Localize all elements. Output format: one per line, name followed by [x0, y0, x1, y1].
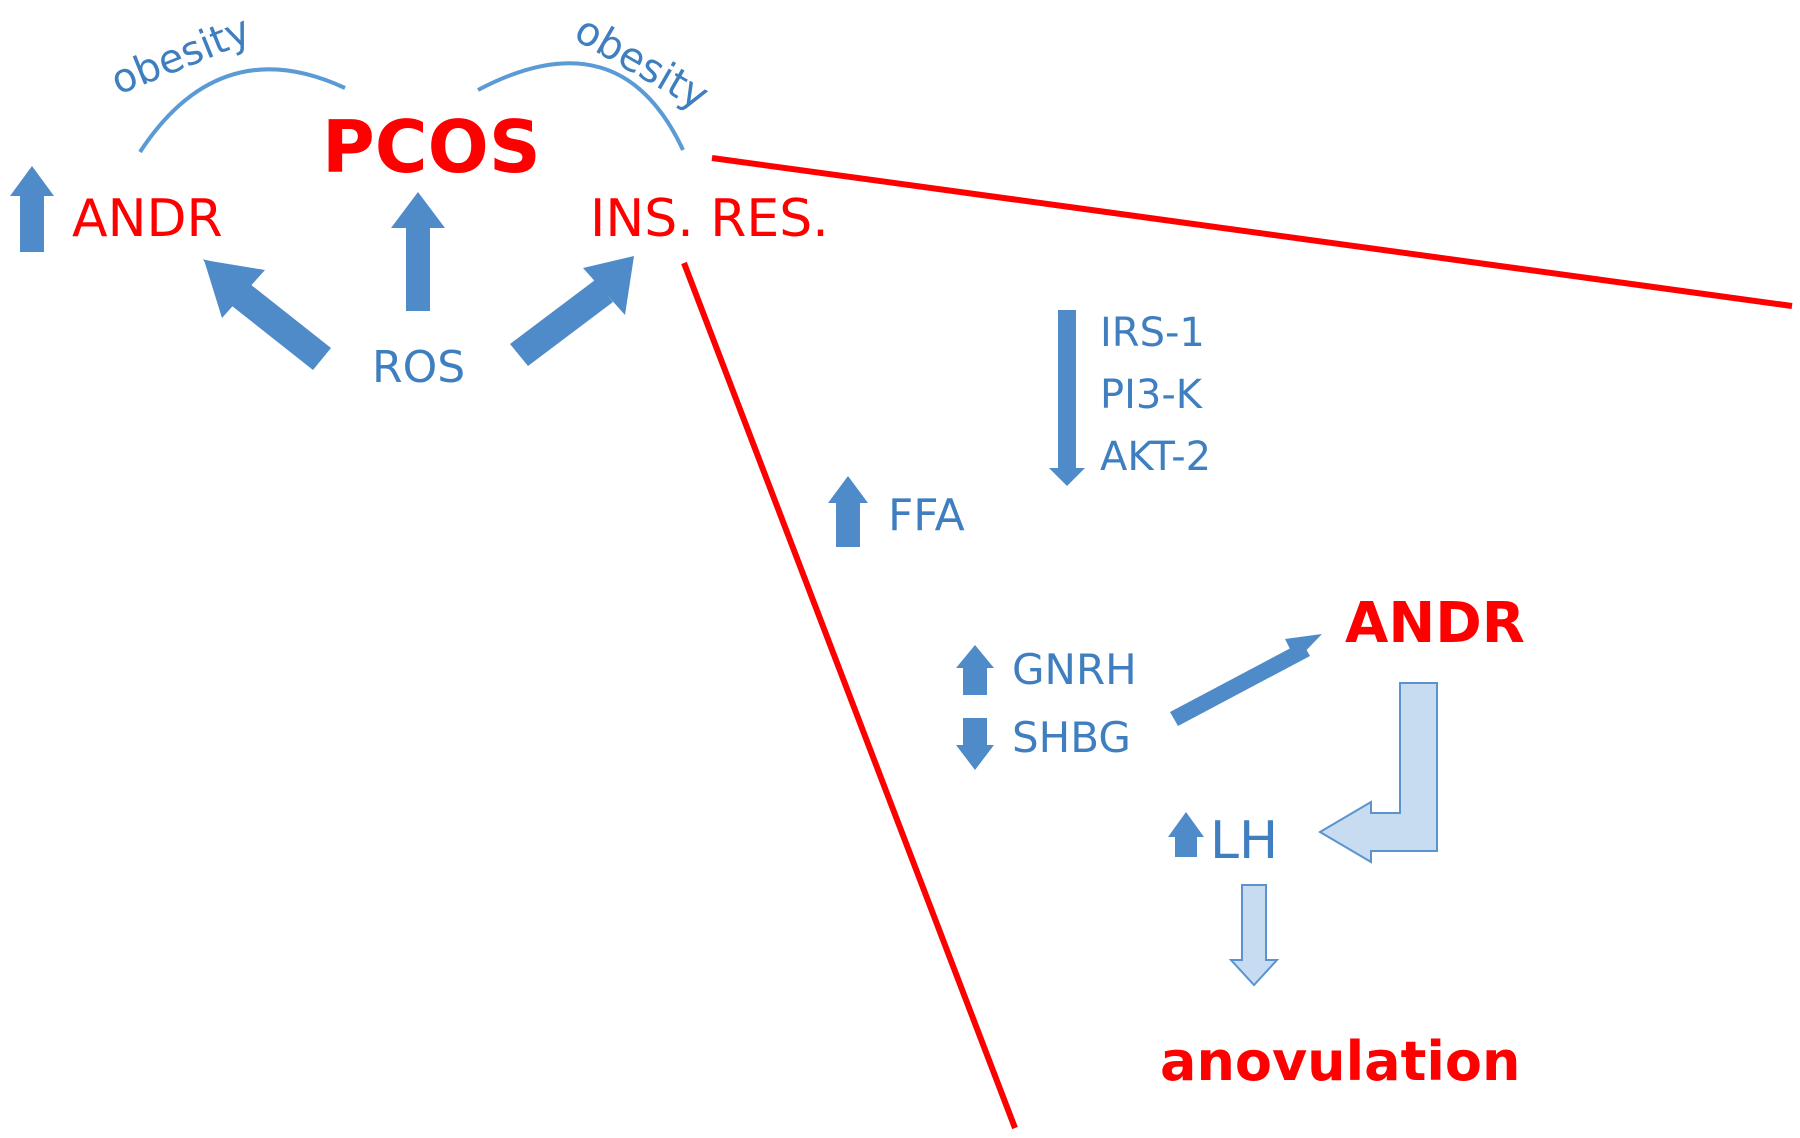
- andr-left-label: ANDR: [72, 189, 223, 249]
- ros-to-insres-arrow-shaft: [510, 280, 613, 366]
- ros-label: ROS: [372, 342, 465, 393]
- lh-to-anovulation-arrow: [1228, 884, 1280, 987]
- ros-to-pcos-arrow: [391, 192, 445, 311]
- andr-to-lh-arrow: [1318, 682, 1438, 864]
- obesity-label-left: obesity: [105, 7, 257, 104]
- anovulation-label: anovulation: [1160, 1030, 1520, 1093]
- shbg-down-arrow-icon: [956, 718, 994, 770]
- gnrh-to-andr-arrow-shaft: [1170, 642, 1310, 726]
- shbg-label: SHBG: [1012, 713, 1131, 762]
- gnrh-label: GNRH: [1012, 645, 1137, 694]
- obesity-arc-left: [138, 67, 346, 154]
- akt2-label: AKT-2: [1100, 434, 1211, 480]
- andr-right-label: ANDR: [1345, 591, 1525, 656]
- red-divider-diagonal: [681, 261, 1018, 1130]
- ros-to-andr-arrow-shaft: [232, 284, 331, 370]
- signaling-down-arrow: [1049, 310, 1085, 486]
- pcos-title: PCOS: [322, 105, 541, 189]
- ros-to-insres-arrow-head: [583, 256, 634, 315]
- ffa-label: FFA: [888, 490, 965, 541]
- pi3k-label: PI3-K: [1100, 372, 1204, 418]
- obesity-arc-right: [477, 61, 685, 151]
- gnrh-to-andr-arrow-head: [1285, 634, 1322, 661]
- ins-res-label: INS. RES.: [590, 189, 829, 249]
- up-arrow-icon: [10, 166, 54, 252]
- lh-up-arrow-icon: [1168, 812, 1204, 857]
- red-divider-top: [711, 155, 1793, 309]
- ffa-up-arrow-icon: [828, 476, 868, 547]
- ros-to-andr-arrow-head: [204, 260, 265, 318]
- gnrh-up-arrow-icon: [956, 645, 994, 695]
- lh-label: LH: [1210, 811, 1278, 871]
- irs1-label: IRS-1: [1100, 310, 1205, 356]
